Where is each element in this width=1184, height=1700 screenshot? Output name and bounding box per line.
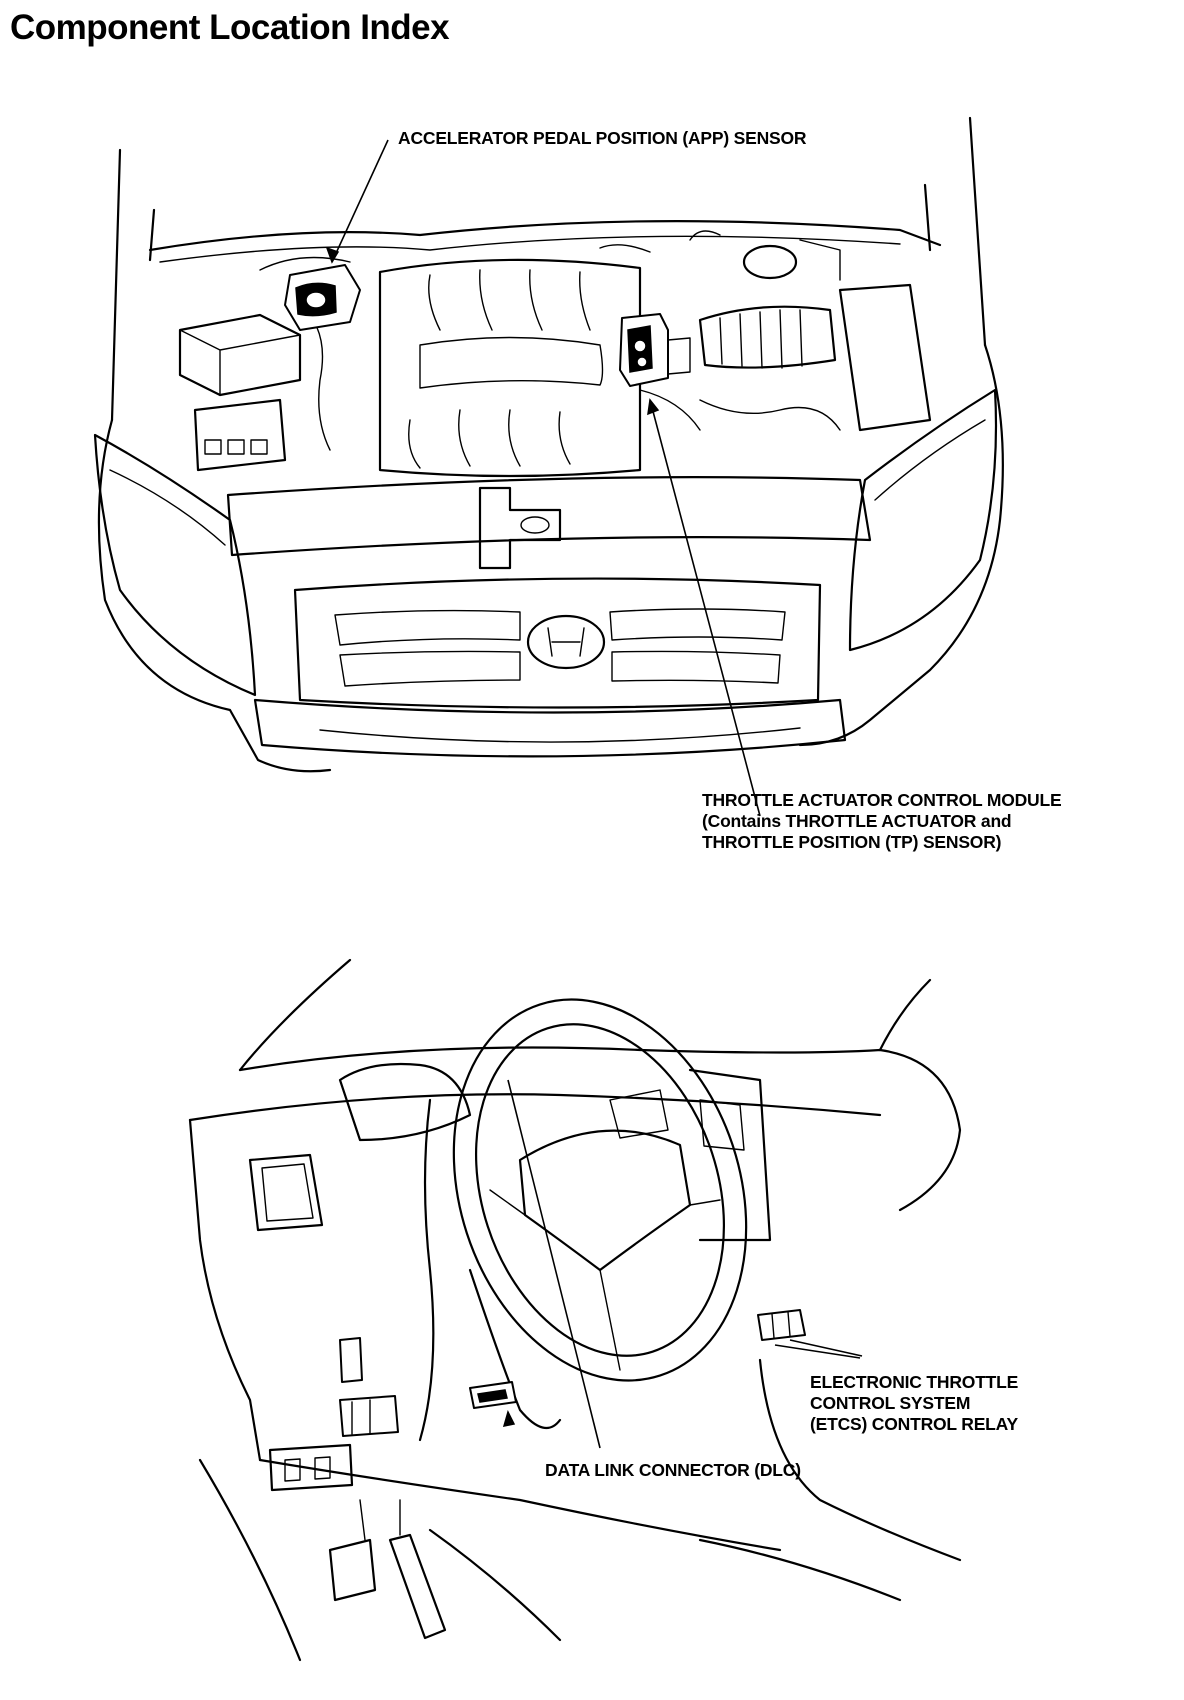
dlc-part <box>469 1381 517 1409</box>
dlc-label: DATA LINK CONNECTOR (DLC) <box>545 1460 801 1481</box>
app-sensor-part <box>284 264 361 331</box>
cabin-illustration <box>188 958 962 1662</box>
app-sensor-label: ACCELERATOR PEDAL POSITION (APP) SENSOR <box>398 128 807 149</box>
cabin-figure: ELECTRONIC THROTTLE CONTROL SYSTEM (ETCS… <box>0 940 1184 1700</box>
dlc-label-text: DATA LINK CONNECTOR (DLC) <box>545 1460 801 1480</box>
throttle-actuator-module-part <box>619 313 691 387</box>
etcs-relay-label: ELECTRONIC THROTTLE CONTROL SYSTEM (ETCS… <box>810 1372 1018 1435</box>
etcs-relay-label-line2: CONTROL SYSTEM <box>810 1393 971 1413</box>
etcs-relay-label-line3: (ETCS) CONTROL RELAY <box>810 1414 1018 1434</box>
page-title: Component Location Index <box>10 8 450 47</box>
throttle-actuator-module-label-line3: THROTTLE POSITION (TP) SENSOR) <box>702 832 1002 852</box>
throttle-actuator-module-label-line2: (Contains THROTTLE ACTUATOR and <box>702 811 1012 831</box>
app-sensor-label-text: ACCELERATOR PEDAL POSITION (APP) SENSOR <box>398 128 807 148</box>
engine-bay-figure: ACCELERATOR PEDAL POSITION (APP) SENSOR … <box>93 116 1062 853</box>
under-dash-relay-box <box>339 1337 399 1437</box>
etcs-relay-label-line1: ELECTRONIC THROTTLE <box>810 1372 1019 1392</box>
throttle-actuator-module-label-line1: THROTTLE ACTUATOR CONTROL MODULE <box>702 790 1062 810</box>
etcs-relay-part <box>757 1309 806 1341</box>
engine-bay-illustration <box>93 116 1004 817</box>
throttle-actuator-module-label: THROTTLE ACTUATOR CONTROL MODULE (Contai… <box>702 790 1062 853</box>
